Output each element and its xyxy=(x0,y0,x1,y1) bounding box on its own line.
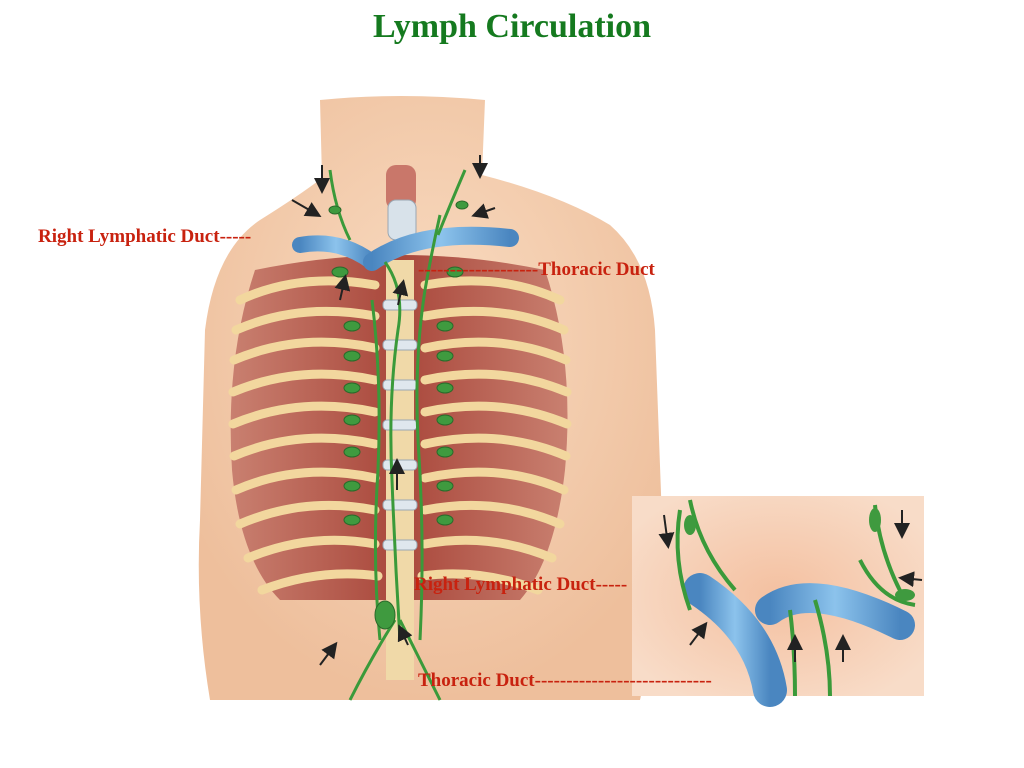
slide-title: Lymph Circulation xyxy=(372,8,652,45)
ribs xyxy=(228,276,572,595)
label-right-lymphatic-duct-main: Right Lymphatic Duct----- xyxy=(38,226,252,247)
lymph-vessels xyxy=(328,169,467,701)
label-thoracic-duct-inset: Thoracic Duct---------------------------… xyxy=(418,670,712,691)
lymph-nodes xyxy=(328,200,469,630)
label-right-lymphatic-duct-inset: Right Lymphatic Duct----- xyxy=(414,574,628,595)
inset-panel xyxy=(632,483,924,707)
esophagus xyxy=(386,165,416,210)
flow-arrows xyxy=(291,155,496,666)
label-thoracic-duct-main: -------------------Thoracic Duct xyxy=(418,259,655,280)
